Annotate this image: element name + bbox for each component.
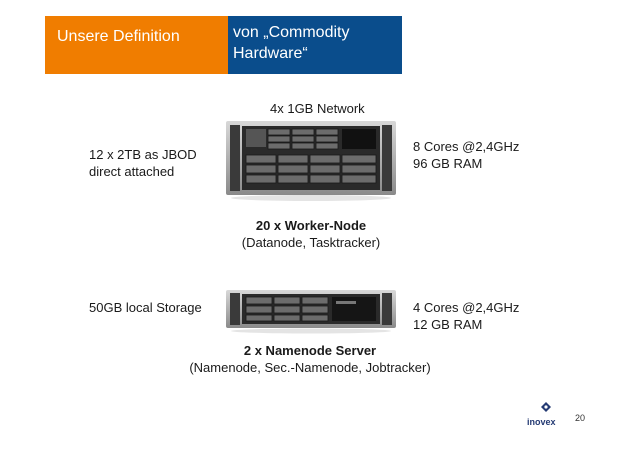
worker-storage-label: 12 x 2TB as JBOD direct attached — [89, 146, 197, 180]
namenode-storage-label: 50GB local Storage — [89, 300, 202, 315]
worker-spec-label: 8 Cores @2,4GHz 96 GB RAM — [413, 138, 519, 172]
worker-storage-line1: 12 x 2TB as JBOD — [89, 147, 197, 162]
namenode-cpu: 4 Cores @2,4GHz — [413, 300, 520, 315]
header-right-title: von „Commodity Hardware“ — [228, 16, 402, 74]
worker-server-image — [226, 121, 396, 201]
namenode-title: 2 x Namenode Server — [243, 343, 377, 358]
header-left-title: Unsere Definition — [45, 16, 228, 74]
worker-cpu: 8 Cores @2,4GHz — [413, 139, 520, 154]
namenode-server-image — [226, 290, 396, 334]
worker-ram: 96 GB RAM — [413, 156, 483, 171]
header-right-line2: Hardware“ — [233, 45, 308, 62]
worker-storage-line2: direct attached — [89, 164, 175, 179]
namenode-ram: 12 GB RAM — [413, 317, 483, 332]
worker-title: 20 x Worker-Node — [255, 218, 367, 233]
worker-subtitle: (Datanode, Tasktracker) — [241, 235, 381, 250]
inovex-logo-text: inovex — [527, 417, 556, 427]
network-label: 4x 1GB Network — [270, 101, 365, 116]
page-number: 20 — [575, 413, 586, 423]
namenode-spec-label: 4 Cores @2,4GHz 12 GB RAM — [413, 299, 519, 333]
header-right-line1: von „Commodity — [233, 24, 350, 41]
inovex-logo-icon — [541, 402, 551, 412]
namenode-subtitle: (Namenode, Sec.-Namenode, Jobtracker) — [189, 360, 431, 375]
